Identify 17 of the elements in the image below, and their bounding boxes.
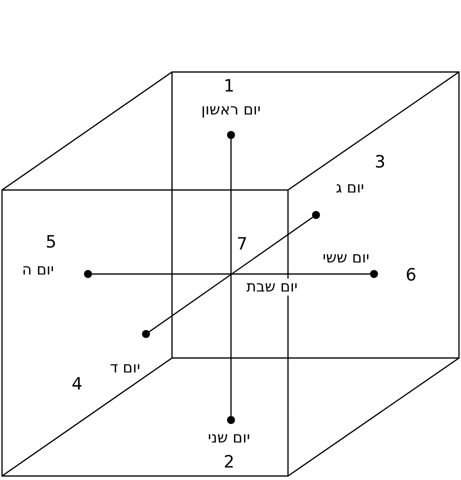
position-number: 2 (224, 454, 234, 472)
end-dot (84, 270, 92, 278)
end-dot (312, 211, 320, 219)
end-dot (370, 270, 378, 278)
axis-line (230, 139, 232, 416)
position-number: 6 (406, 268, 416, 284)
position-number: 7 (236, 236, 248, 254)
position-number: 5 (46, 234, 56, 252)
axis-line (92, 273, 370, 275)
end-dot (227, 131, 235, 139)
day-label: יום שבת (245, 278, 299, 296)
axis-line (148, 216, 314, 332)
position-number: 3 (374, 154, 386, 172)
position-number: 4 (72, 376, 82, 394)
end-dot (142, 330, 150, 338)
position-number: 1 (224, 78, 234, 96)
end-dot (227, 416, 235, 424)
